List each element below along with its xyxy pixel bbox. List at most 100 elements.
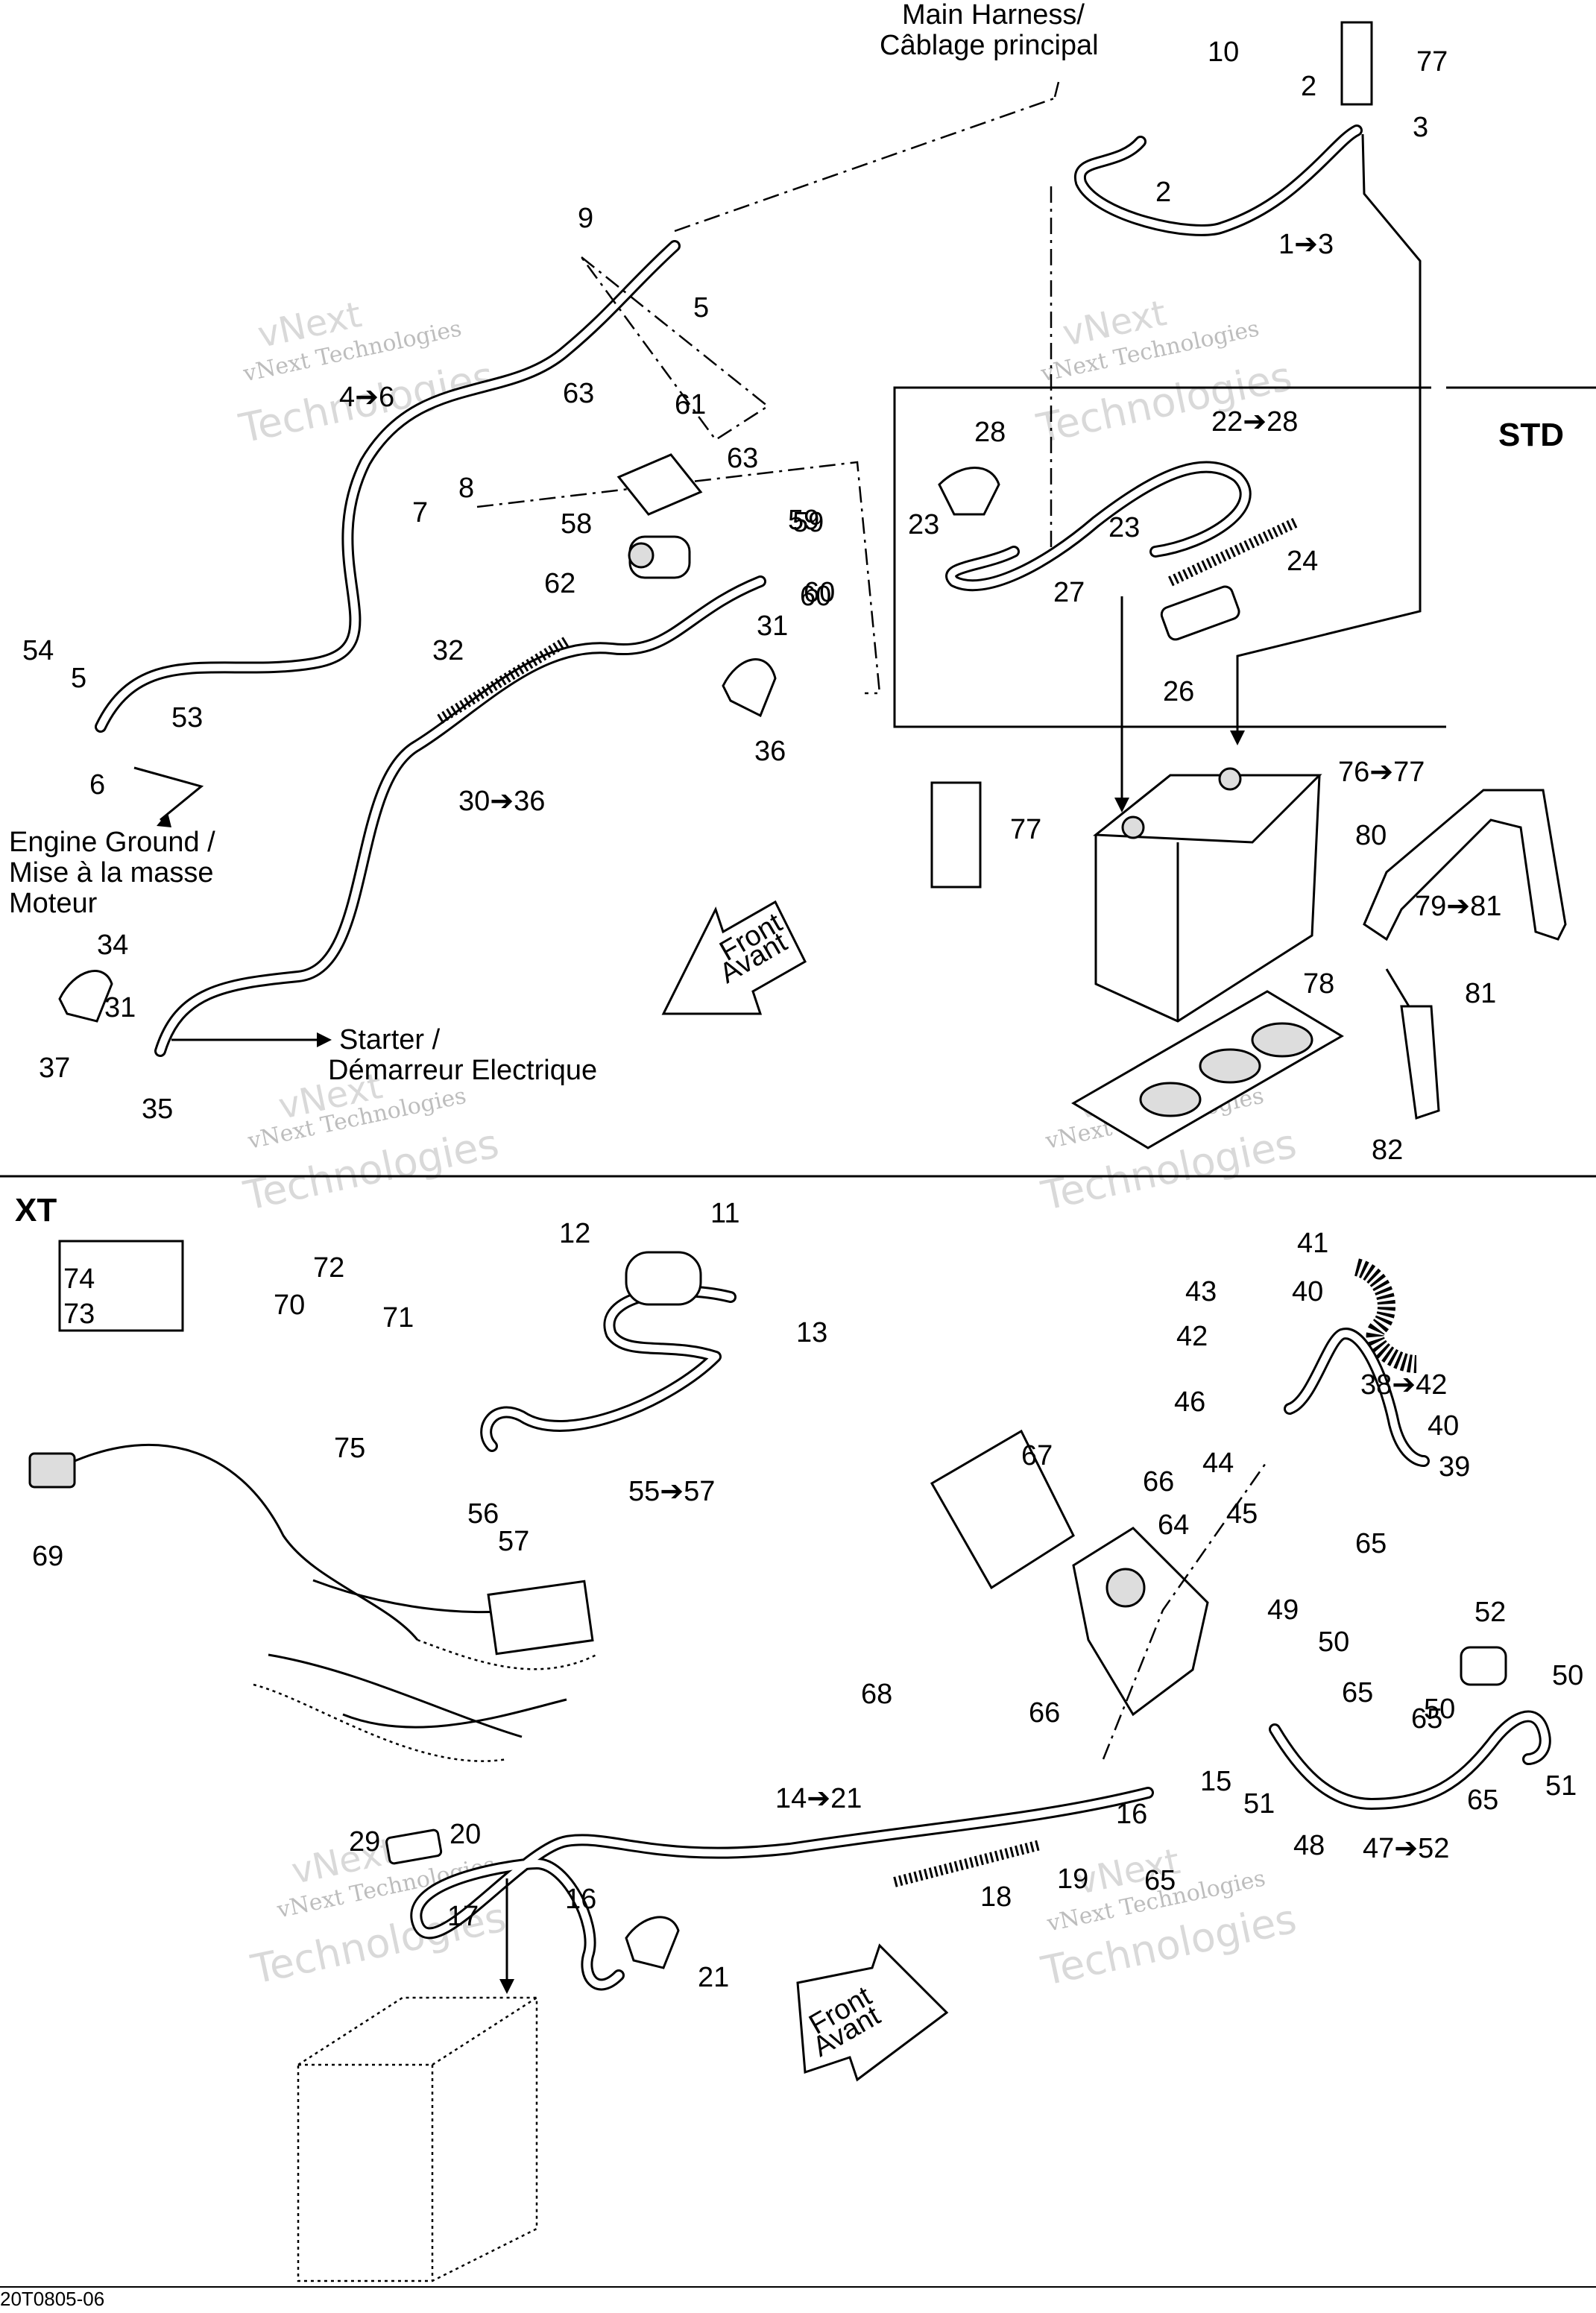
kit-box-77-mid: [930, 781, 982, 889]
callout-bottom-25: 66: [1143, 1466, 1174, 1498]
callout-bottom-32: 65: [1342, 1677, 1373, 1708]
callout-top-25: 30➔36: [458, 786, 545, 817]
callout-bottom-45: 29: [349, 1826, 380, 1858]
callout-top-44: 78: [1303, 968, 1334, 1000]
callout-bottom-8: 75: [334, 1433, 365, 1464]
callout-bottom-2: 13: [796, 1317, 827, 1348]
cable-11-loop: [480, 1285, 737, 1452]
cable-14-21: [410, 1787, 1154, 1991]
callout-top-4: 2: [1155, 177, 1171, 208]
callout-top-28: 37: [39, 1053, 70, 1084]
callout-top-46: 82: [1372, 1135, 1403, 1166]
callout-bottom-7: 71: [382, 1302, 414, 1334]
callout-bottom-36: 15: [1200, 1766, 1231, 1797]
watermark-top-left: vNext Technologies vNext Technologies: [235, 294, 498, 452]
callout-bottom-21: 39: [1439, 1451, 1470, 1483]
callout-top-17: 60: [804, 577, 835, 608]
bracket-81: [1385, 968, 1440, 1120]
cable-47-52: [1269, 1710, 1551, 1810]
callout-top-40: 76➔77: [1338, 757, 1425, 788]
watermark-top-right: vNext Technologies vNext Technologies: [1032, 292, 1296, 452]
callout-bottom-24: 67: [1021, 1440, 1053, 1471]
sleeve-24: [1168, 517, 1299, 587]
std-label: STD: [1498, 417, 1564, 453]
cable-30-36: [154, 575, 766, 1057]
callout-bottom-48: 19: [1057, 1864, 1088, 1895]
callout-bottom-49: 65: [1144, 1865, 1176, 1896]
solenoid-58: [616, 453, 703, 579]
callout-top-41: 77: [1010, 814, 1041, 845]
callout-top-10: 61: [675, 389, 706, 420]
callout-top-11: 63: [727, 443, 758, 474]
callout-top-38: 26: [1163, 676, 1194, 707]
boot-36: [722, 658, 777, 718]
callout-top-27: 31: [104, 992, 136, 1023]
callout-bottom-35: 50: [1552, 1660, 1583, 1691]
watermark-bottom-right: vNext Technologies vNext Technologies: [1037, 1840, 1300, 1995]
callout-top-32: 28: [974, 417, 1006, 448]
battery-tray: [1071, 990, 1344, 1149]
callout-bottom-27: 68: [861, 1679, 892, 1710]
callout-bottom-19: 40: [1428, 1410, 1459, 1442]
boot-28: [938, 467, 1000, 516]
boot-34: [58, 970, 113, 1023]
callout-top-21: 54: [22, 635, 54, 666]
callout-bottom-3: 74: [63, 1263, 95, 1295]
starter-fr: Démarreur Electrique: [328, 1055, 597, 1086]
callout-bottom-26: 64: [1158, 1509, 1189, 1541]
callout-bottom-41: 16: [1116, 1799, 1147, 1830]
callout-top-34: 23: [908, 509, 939, 540]
callout-bottom-14: 43: [1185, 1276, 1217, 1307]
callout-bottom-5: 72: [313, 1252, 344, 1284]
leader-engine-ground: [133, 766, 204, 821]
callout-bottom-0: 11: [710, 1198, 739, 1229]
callout-top-19: 32: [432, 635, 464, 666]
callout-top-6: 9: [578, 203, 593, 234]
callout-bottom-4: 73: [63, 1299, 95, 1330]
callout-top-36: 24: [1287, 546, 1318, 577]
wiring-harness: [28, 1444, 597, 1762]
callout-top-12: 8: [458, 473, 474, 504]
callout-bottom-39: 65: [1467, 1785, 1498, 1816]
callout-bottom-13: 41: [1297, 1228, 1328, 1259]
callout-bottom-20: 44: [1202, 1448, 1234, 1479]
callout-bottom-51: 21: [698, 1962, 729, 1993]
callout-top-2: 77: [1416, 46, 1448, 78]
engine-ground-fr: Mise à la masse: [9, 857, 214, 889]
main-harness-fr: Câblage principal: [880, 30, 1099, 61]
battery: [1092, 767, 1322, 1023]
connector-11: [625, 1251, 702, 1306]
callout-top-7: 5: [693, 292, 709, 324]
leader-5-to-1: [674, 95, 1059, 233]
callout-bottom-42: 48: [1293, 1830, 1325, 1861]
engine-ground-en: Engine Ground /: [9, 827, 215, 858]
callout-top-16: 59: [792, 507, 824, 538]
cable-22-28: [945, 461, 1252, 592]
callout-bottom-34: 65: [1411, 1703, 1442, 1735]
front-arrow-bottom: Front Avant: [796, 1943, 949, 2082]
callout-top-3: 3: [1413, 112, 1428, 143]
callout-top-29: 35: [142, 1094, 173, 1125]
cable-4-6: [95, 240, 681, 733]
callout-top-5: 1➔3: [1278, 229, 1334, 260]
std-frame: [893, 386, 1596, 728]
boot-26: [1160, 585, 1240, 641]
cable-1-3: [1073, 124, 1363, 236]
callout-top-42: 80: [1355, 820, 1387, 851]
kit-box-77-top: [1340, 21, 1373, 106]
callout-top-13: 7: [412, 497, 428, 528]
solenoid-assembly-64: [930, 1429, 1209, 1717]
engine-ground-fr2: Moteur: [9, 888, 98, 919]
callout-top-22: 5: [71, 663, 86, 694]
callout-top-37: 27: [1053, 577, 1085, 608]
callout-top-43: 79➔81: [1415, 891, 1501, 922]
callout-bottom-11: 55➔57: [628, 1476, 715, 1507]
callout-bottom-22: 45: [1226, 1498, 1258, 1530]
callout-top-30: 60: [800, 581, 831, 612]
callout-top-18: 31: [757, 610, 788, 642]
callout-top-24: 6: [89, 769, 105, 801]
callout-bottom-44: 18: [980, 1881, 1012, 1913]
callout-bottom-6: 70: [274, 1290, 305, 1321]
callout-top-35: 23: [1108, 512, 1140, 543]
battery-strap: [1363, 789, 1567, 941]
